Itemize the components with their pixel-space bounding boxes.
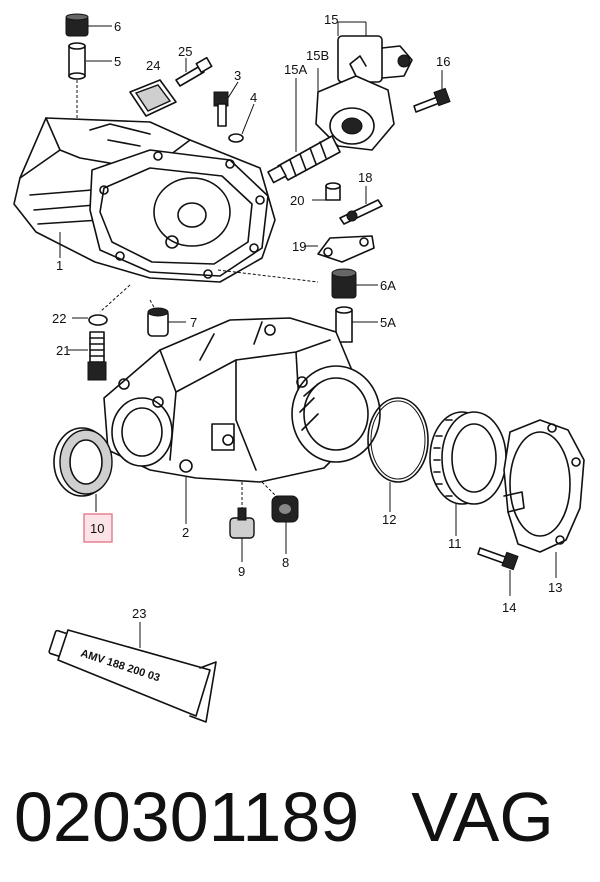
part-6-cap — [65, 13, 89, 37]
callout-11: 11 — [448, 536, 462, 551]
callout-6A: 6A — [380, 278, 396, 293]
callout-9: 9 — [238, 564, 245, 579]
part-18-lever — [339, 199, 383, 225]
callout-14: 14 — [502, 600, 516, 615]
part-25-bolt — [175, 56, 213, 87]
part-5-sleeve — [68, 42, 86, 80]
callout-18: 18 — [358, 170, 372, 185]
callout-25: 25 — [178, 44, 192, 59]
callout-21: 21 — [56, 343, 70, 358]
callout-22: 22 — [52, 311, 66, 326]
part-24-pad — [129, 79, 177, 117]
callout-3: 3 — [234, 68, 241, 83]
callout-5A: 5A — [380, 315, 396, 330]
part-number: 020301189 — [14, 778, 360, 856]
part-20-pin — [325, 182, 341, 201]
part-23-tube: AMV 188 200 03 — [48, 629, 217, 723]
part-21-sensor — [87, 331, 107, 381]
callout-15B: 15B — [306, 48, 329, 63]
part-1-cover — [13, 117, 276, 283]
part-15A-boot — [267, 135, 341, 184]
callout-19: 19 — [292, 239, 306, 254]
brand-name: VAG — [411, 778, 554, 856]
part-6A-cap — [331, 268, 357, 299]
callout-20: 20 — [290, 193, 304, 208]
callout-15A: 15A — [284, 62, 307, 77]
part-13-plate — [503, 419, 585, 553]
part-12-gasket — [367, 397, 429, 483]
part-3-plug — [213, 91, 229, 127]
callout-2: 2 — [182, 525, 189, 540]
part-8-bushing — [271, 495, 299, 523]
part-22-ring — [88, 314, 108, 326]
callout-23: 23 — [132, 606, 146, 621]
part-7-sleeve — [147, 307, 169, 337]
exploded-parts-diagram: AMV 188 200 03 6 5 24 25 3 4 15 15A 15B … — [13, 12, 585, 723]
callout-labels: 6 5 24 25 3 4 15 15A 15B 16 18 20 19 1 6… — [52, 12, 562, 621]
part-number-footer: 020301189 VAG — [14, 772, 594, 862]
part-15-selector — [315, 35, 413, 151]
callout-24: 24 — [146, 58, 160, 73]
part-16-bolt — [413, 87, 451, 113]
part-11-ring — [429, 411, 507, 505]
callout-7: 7 — [190, 315, 197, 330]
callout-10: 10 — [90, 521, 104, 536]
callout-5: 5 — [114, 54, 121, 69]
part-10-highlight-box — [83, 513, 113, 543]
callout-8: 8 — [282, 555, 289, 570]
part-4-ring — [228, 133, 244, 143]
callout-6: 6 — [114, 19, 121, 34]
part-14-bolt — [477, 547, 519, 571]
part-2-housing — [103, 317, 381, 483]
callout-1: 1 — [56, 258, 63, 273]
part-19-plate — [317, 235, 375, 263]
part-9-bushing — [229, 507, 255, 539]
callout-4: 4 — [250, 90, 257, 105]
callout-16: 16 — [436, 54, 450, 69]
part-10-seal — [53, 427, 113, 497]
part-5A-sleeve — [335, 306, 353, 343]
callout-13: 13 — [548, 580, 562, 595]
callout-15: 15 — [324, 12, 338, 27]
callout-12: 12 — [382, 512, 396, 527]
